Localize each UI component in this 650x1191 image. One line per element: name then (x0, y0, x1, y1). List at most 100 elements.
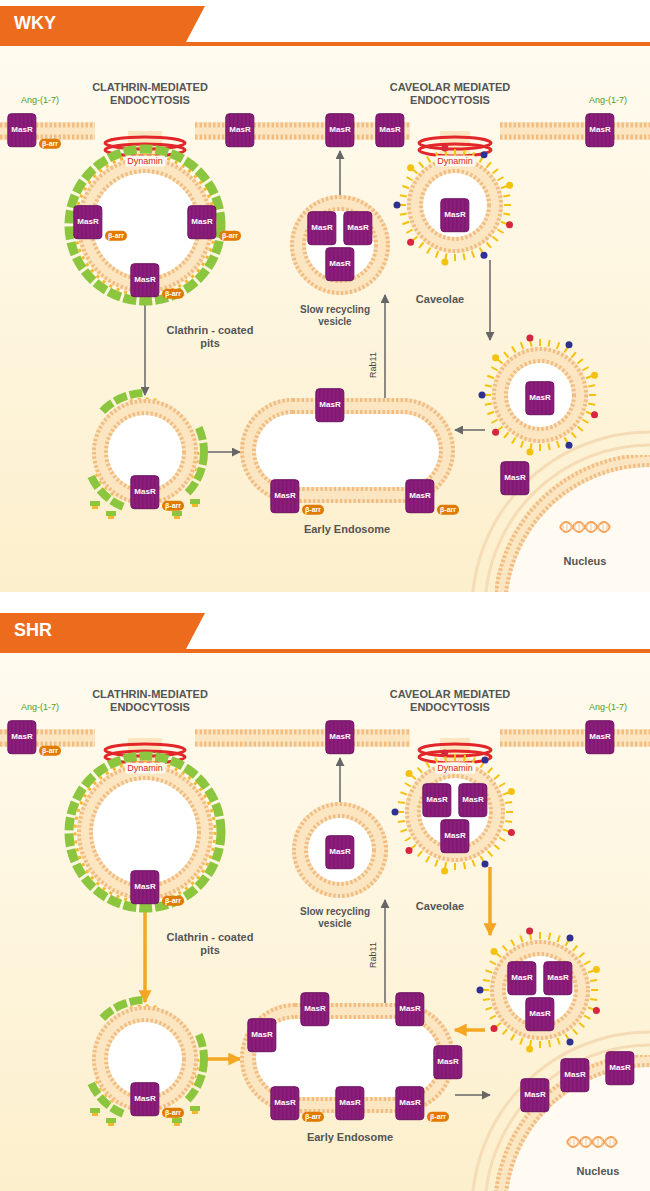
cav-shape-part (487, 162, 492, 167)
compartment-caption: Nucleus (558, 1165, 638, 1178)
ves-shape-part (304, 209, 376, 281)
nuc-shape-part (595, 523, 596, 531)
uncoat-shape-part (174, 516, 180, 519)
cav-shape-part (492, 420, 498, 424)
cav-shape-part (512, 347, 516, 353)
cav-shape-part (454, 254, 456, 261)
nuc-shape-part (583, 523, 584, 531)
panel-rule (0, 42, 650, 46)
ves-compartment: MasRMasRMasRSlow recycling vesicle (285, 195, 395, 295)
receptor-label: MasR (500, 461, 529, 495)
nuc-shape-part (570, 1138, 571, 1146)
cav-shape-part (572, 433, 577, 438)
cav-shape-part (590, 980, 597, 981)
cav-shape-part (472, 860, 474, 867)
cav-compartment: MasR (485, 340, 595, 450)
beta-arrestin-label: β-arr (162, 1108, 184, 1118)
uncoat-shape-part (190, 499, 200, 504)
cav-compartment: MasRMasRMasRCaveolae (400, 757, 510, 867)
cav-shape-part (584, 1016, 590, 1020)
ves-shape-part (294, 804, 386, 896)
cav-shape-part (406, 770, 413, 777)
cav-shape-part (573, 946, 578, 951)
nuc-shape-part (560, 522, 610, 532)
cav-shape-part (487, 243, 492, 248)
cav-shape-part (400, 214, 407, 215)
cav-shape-part (418, 851, 423, 856)
cav-shape-part (493, 237, 498, 242)
cav-shape-part (505, 821, 512, 822)
dynamin-label: Dynamin (125, 156, 165, 167)
edge-label: Rab11 (368, 350, 379, 380)
uncoat-shape-part (108, 516, 114, 519)
cav-shape-part (492, 942, 588, 1038)
cav-shape-part (487, 376, 494, 378)
cav-shape-part (405, 783, 411, 787)
cav-shape-part (504, 352, 509, 357)
uncoat-shape-part (90, 1108, 100, 1113)
cav-shape-part (503, 195, 510, 196)
receptor-label: MasR (130, 263, 159, 297)
uncoat-compartment: MasRβ-arr (90, 395, 200, 510)
cav-shape-part (493, 169, 498, 174)
cav-shape-part (494, 845, 499, 850)
cav-shape-part (441, 749, 448, 756)
cav-shape-part (441, 144, 448, 151)
cav-shape-part (492, 354, 499, 361)
compartment-caption: Caveolae (400, 293, 480, 306)
uncoat-shape-part (108, 1123, 114, 1126)
beta-arrestin-label: β-arr (162, 896, 184, 906)
cav-shape-part (485, 385, 492, 386)
receptor-label: MasR (422, 783, 451, 817)
endoplasmic-reticulum (472, 1032, 650, 1191)
panel-tab-title: WKY (14, 13, 56, 35)
cav-shape-part (526, 927, 533, 934)
cav-shape-part (441, 259, 448, 266)
cav-shape-part (490, 961, 496, 965)
ligand-label: Ang-(1-7) (589, 95, 627, 106)
cav-shape-part (401, 792, 408, 794)
cav-shape-part (413, 770, 497, 854)
cav-shape-part (407, 230, 413, 234)
receptor-label: MasR (325, 247, 354, 281)
uncoat-shape-part (106, 511, 116, 516)
beta-arrestin-label: β-arr (105, 231, 127, 241)
cav-shape-part (401, 829, 408, 831)
cav-shape-part (567, 935, 574, 942)
cav-shape-part (482, 861, 489, 868)
ves-compartment: MasRSlow recycling vesicle (290, 805, 390, 900)
beta-arrestin-label: β-arr (302, 505, 324, 515)
cav-shape-part (409, 159, 501, 251)
uncoat-shape-part (192, 1111, 198, 1114)
cav-shape-part (481, 252, 488, 259)
receptor-label: MasR (130, 1082, 159, 1116)
recycling-arrow (339, 758, 341, 803)
uncoat-shape-part (174, 1123, 180, 1126)
nuc-shape-part (598, 1138, 599, 1146)
nuc-shape-part (610, 1138, 611, 1146)
ves-shape-part (292, 197, 388, 293)
nuc-shape-part (602, 1138, 603, 1146)
cav-shape-part (506, 811, 513, 813)
cav-shape-part (506, 221, 513, 228)
cav-shape-part (477, 987, 484, 994)
panel-rule (0, 649, 650, 653)
ligand-label: Ang-(1-7) (589, 702, 627, 713)
receptor-label: MasR (507, 961, 536, 995)
receptor-label: MasR (343, 211, 372, 245)
cav-shape-part (590, 999, 597, 1000)
receptor-label: MasR (325, 720, 354, 754)
cav-shape-part (567, 1039, 574, 1046)
receptor-label: MasR (73, 205, 102, 239)
cav-shape-part (464, 755, 465, 762)
cav-shape-part (485, 404, 492, 405)
compartment-caption: Early Endosome (282, 523, 412, 536)
receptor-label: MasR (560, 1058, 589, 1092)
panel-tab-title: SHR (14, 620, 52, 642)
receptor-label: MasR (307, 211, 336, 245)
recycling-arrow (339, 151, 341, 196)
cav-shape-part (557, 936, 559, 943)
cav-shape-part (405, 838, 411, 842)
arrow-connector (144, 300, 146, 395)
cav-shape-part (426, 762, 430, 768)
